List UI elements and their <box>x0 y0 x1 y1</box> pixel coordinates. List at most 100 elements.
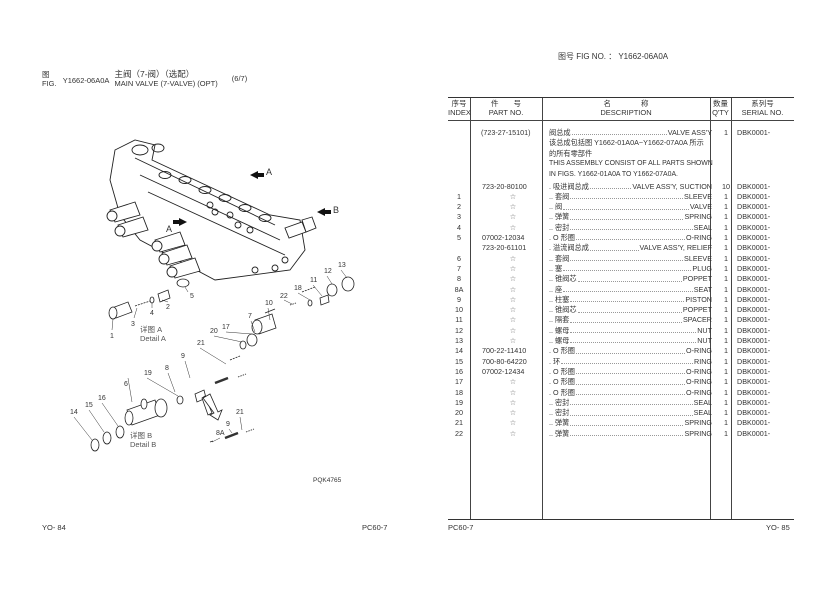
row-serial: DBK0001- <box>737 243 771 253</box>
detail-arrow-icon <box>202 393 223 421</box>
callout-21b: 21 <box>236 409 244 416</box>
fig-title-cn: 主阀（7-阀）（选配） <box>114 69 195 79</box>
leader-dots <box>570 295 685 303</box>
star-icon: ☆ <box>509 387 517 397</box>
leader-dots <box>563 285 693 292</box>
row-index: 2 <box>457 202 461 212</box>
callout-10: 10 <box>265 300 273 307</box>
row-desc-cn: . O 形圈 <box>549 346 575 356</box>
row-qty: 1 <box>724 274 728 284</box>
callout-21: 21 <box>197 340 205 347</box>
callout-14: 14 <box>70 409 78 416</box>
row-desc-cn: .. 塞 <box>549 263 563 273</box>
leader-dots <box>570 398 693 406</box>
header-part-cn: 件 号 <box>491 99 521 108</box>
row-serial: DBK0001- <box>737 377 771 387</box>
row-desc-cn: .. 锥阀芯 <box>549 305 577 315</box>
assembly-serial: DBK0001- <box>737 128 771 137</box>
leader-dots <box>589 243 639 251</box>
row-desc-en: SEAL <box>693 397 712 407</box>
header-part-no: 件 号 PART NO. <box>470 99 542 119</box>
row-serial: DBK0001- <box>737 305 771 315</box>
leader-dots <box>570 418 684 426</box>
row-index: 15 <box>455 356 463 366</box>
row-desc-cn: .. 密封 <box>549 222 570 232</box>
fig-no-sep: ： <box>608 52 617 61</box>
header-serial-cn: 系列号 <box>751 99 774 108</box>
row-serial: DBK0001- <box>737 336 771 345</box>
sheet-number: (6/7) <box>231 74 248 83</box>
row-desc-en: SPACER <box>682 315 712 325</box>
assembly-desc-en: VALVE ASS'Y <box>667 128 712 137</box>
leader-dots <box>570 326 697 334</box>
assembly-qty: 1 <box>724 128 728 137</box>
row-desc-cn: .. 套阀 <box>549 191 570 201</box>
row-index: 11 <box>455 315 463 325</box>
assembly-note-line: 的所有零部件 <box>448 149 794 159</box>
row-qty: 1 <box>724 428 728 438</box>
row-serial: DBK0001- <box>737 222 771 232</box>
leader-dots <box>575 233 686 241</box>
row-desc-cn: .. 阀 <box>549 202 563 212</box>
row-desc-cn: . 溢流阀总成 <box>549 243 589 253</box>
row-serial: DBK0001- <box>737 284 771 294</box>
row-index: 13 <box>455 336 463 345</box>
row-serial: DBK0001- <box>737 315 771 325</box>
arrow-b-icon <box>317 208 331 216</box>
row-qty: 1 <box>724 397 728 407</box>
row-desc-cn: .. 隔套 <box>549 315 570 325</box>
header-qty-cn: 数量 <box>713 99 728 108</box>
row-serial: DBK0001- <box>737 397 771 407</box>
row-qty: 1 <box>724 346 728 356</box>
row-qty: 1 <box>724 191 728 201</box>
row-qty: 1 <box>724 284 728 294</box>
row-desc-cn: .. 锥阀芯 <box>549 274 577 284</box>
note-text: 该总成包括图 Y1662-01A0A~Y1662-07A0A 所示 <box>549 138 704 148</box>
callout-2: 2 <box>166 304 170 311</box>
row-description: .. 阀 VALVE <box>549 202 712 212</box>
row-desc-cn: . 环 <box>549 356 561 366</box>
callout-9: 9 <box>181 353 185 360</box>
star-icon: ☆ <box>509 408 517 418</box>
star-icon: ☆ <box>509 191 517 201</box>
assembly-desc-cn: 阀总成 <box>549 128 571 137</box>
col-divider <box>731 98 732 519</box>
row-desc-en: VALVE <box>689 202 712 212</box>
header-qty: 数量 Q'TY <box>710 99 731 119</box>
row-desc-cn: . O 形圈 <box>549 387 575 397</box>
star-icon: ☆ <box>509 428 517 438</box>
valve-body-drawing <box>106 139 317 281</box>
leader-dots <box>575 377 686 385</box>
callouts: 1 2 3 4 5 6 7 8 8A 9 9 10 11 12 13 14 15… <box>70 262 346 437</box>
row-index: 12 <box>455 325 463 335</box>
row-index: 7 <box>457 263 461 273</box>
row-qty: 10 <box>722 181 730 191</box>
col-divider <box>470 98 471 519</box>
leader-dots <box>561 357 694 364</box>
star-icon: ☆ <box>509 294 517 304</box>
detail-b-caption-en: Detail B <box>130 440 156 449</box>
row-index: 8A <box>454 284 464 294</box>
row-serial: DBK0001- <box>737 263 771 273</box>
row-index: 10 <box>455 305 463 315</box>
star-icon: ☆ <box>509 397 517 407</box>
leader-dots <box>570 223 693 231</box>
row-serial: DBK0001- <box>737 212 771 222</box>
header-desc-en: DESCRIPTION <box>600 108 652 117</box>
callout-18: 18 <box>294 285 302 292</box>
leader-dots <box>589 182 632 189</box>
row-serial: DBK0001- <box>737 356 771 366</box>
row-qty: 1 <box>724 377 728 387</box>
